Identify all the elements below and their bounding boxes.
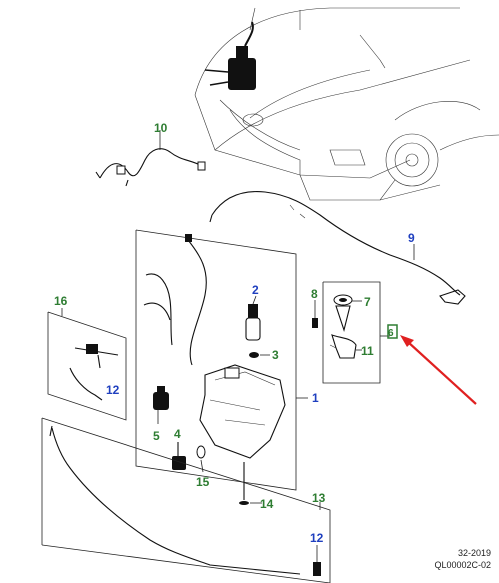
red-arrow <box>400 335 477 405</box>
callout-12-a: 12 <box>106 383 120 397</box>
diagram-reference-code: QL00002C-02 <box>434 560 491 570</box>
diagram-date: 32-2019 <box>457 548 491 558</box>
callout-4: 4 <box>174 427 181 441</box>
reservoir-group-box <box>135 229 308 491</box>
callout-2: 2 <box>252 283 259 297</box>
reservoir-hoses <box>143 234 207 366</box>
callout-11: 11 <box>361 344 374 358</box>
bolt-14 <box>239 462 262 505</box>
grommet-3 <box>249 352 270 358</box>
jet-group-box <box>312 281 390 384</box>
hose-assembly-9 <box>209 191 466 305</box>
washer-pump-2 <box>245 295 261 341</box>
hose-assembly-10 <box>95 130 206 187</box>
washer-pump-5 <box>153 386 169 424</box>
callout-16: 16 <box>54 294 68 308</box>
callout-12-b: 12 <box>310 531 324 545</box>
callout-13: 13 <box>312 491 326 505</box>
callout-3: 3 <box>272 348 279 362</box>
seal-15 <box>196 445 206 473</box>
callout-7: 7 <box>364 295 371 309</box>
callout-10: 10 <box>154 121 168 135</box>
callout-5: 5 <box>153 429 160 443</box>
callout-labels: 10 9 16 8 7 11 2 3 1 5 4 15 14 13 12 12 … <box>54 121 415 545</box>
callout-6-highlight <box>387 324 398 339</box>
washer-pump-4 <box>172 442 186 470</box>
callout-9: 9 <box>408 231 415 245</box>
washer-reservoir-1 <box>199 364 286 459</box>
callout-14: 14 <box>260 497 274 511</box>
vehicle-illustration <box>194 7 499 201</box>
hose-group-box-13 <box>41 417 331 583</box>
callout-8: 8 <box>311 287 318 301</box>
callout-15: 15 <box>196 475 210 489</box>
hose-group-box-16 <box>47 308 127 421</box>
callout-6: 6 <box>388 328 394 339</box>
callout-1: 1 <box>312 391 319 405</box>
